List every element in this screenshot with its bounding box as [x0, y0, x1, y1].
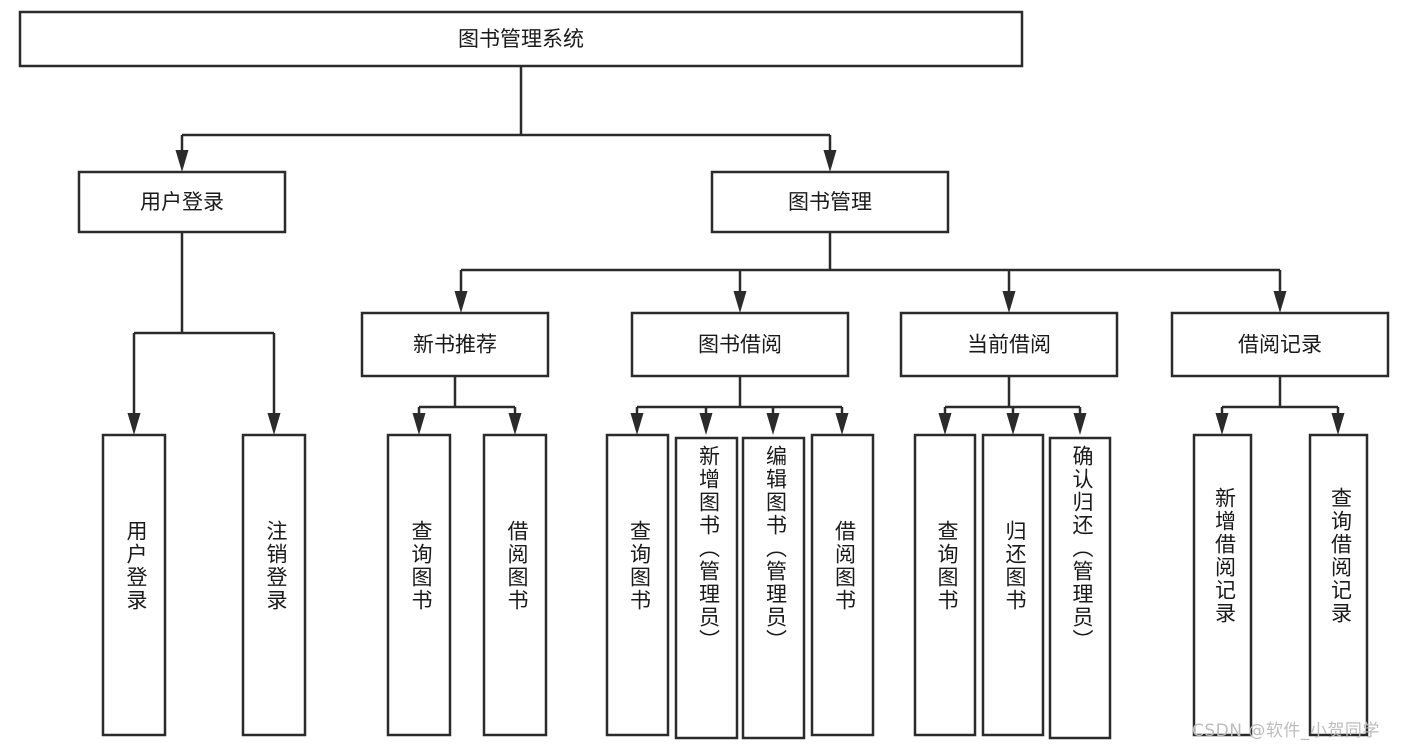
- arrow-head-icon: [1006, 413, 1020, 435]
- node-label-current-borrow: 当前借阅: [967, 333, 1051, 357]
- node-box-leaf-borrow-book-2[interactable]: [810, 433, 875, 737]
- node-box-leaf-add-book-admin[interactable]: [674, 436, 739, 740]
- node-box-borrow-record[interactable]: [1170, 311, 1390, 378]
- node-label-new-book-recommend: 新书推荐: [413, 333, 497, 357]
- node-box-leaf-user-login[interactable]: [101, 433, 167, 737]
- node-box-leaf-return-book[interactable]: [981, 433, 1045, 737]
- arrow-head-icon: [1073, 413, 1087, 435]
- arrow-head-icon: [630, 413, 644, 435]
- arrow-head-icon: [766, 413, 780, 435]
- arrow-head-icon: [267, 413, 281, 435]
- edge-group-user-login-to-leaves: [127, 232, 281, 435]
- node-box-new-book-recommend[interactable]: [360, 311, 550, 378]
- watermark-text: CSDN @软件_小贺同学: [1192, 721, 1380, 741]
- node-box-leaf-query-book-1[interactable]: [386, 433, 452, 737]
- node-label-book-management: 图书管理: [788, 190, 872, 214]
- arrow-head-icon: [1331, 413, 1345, 435]
- node-box-book-borrow[interactable]: [630, 311, 850, 378]
- arrow-head-icon: [1215, 413, 1229, 435]
- arrow-head-icon: [1002, 291, 1016, 313]
- node-box-current-borrow[interactable]: [899, 311, 1119, 378]
- node-box-root[interactable]: [18, 10, 1024, 68]
- edge-group-new-book-recommend-to-leaves: [412, 376, 522, 435]
- edge-group-book-management-to-level3: [454, 232, 1287, 313]
- node-label-user-login: 用户登录: [140, 190, 224, 214]
- node-label-book-borrow: 图书借阅: [698, 333, 782, 357]
- node-box-leaf-edit-book-admin[interactable]: [741, 436, 806, 740]
- arrow-head-icon: [1273, 291, 1287, 313]
- node-label-borrow-record: 借阅记录: [1238, 333, 1322, 357]
- arrow-head-icon: [733, 291, 747, 313]
- node-box-book-management[interactable]: [710, 170, 950, 234]
- boxes-layer: [18, 10, 1390, 740]
- arrow-head-icon: [412, 413, 426, 435]
- node-box-leaf-query-book-2[interactable]: [605, 433, 670, 737]
- arrow-head-icon: [454, 291, 468, 313]
- arrow-head-icon: [175, 150, 189, 172]
- node-box-leaf-add-borrow-record[interactable]: [1192, 433, 1253, 737]
- arrow-head-icon: [127, 413, 141, 435]
- node-label-root: 图书管理系统: [458, 27, 584, 51]
- arrow-head-icon: [699, 413, 713, 435]
- node-box-leaf-borrow-book-1[interactable]: [482, 433, 548, 737]
- edge-group-borrow-record-to-leaves: [1215, 376, 1345, 435]
- arrow-head-icon: [508, 413, 522, 435]
- arrow-head-icon: [835, 413, 849, 435]
- edge-group-book-borrow-to-leaves: [630, 376, 849, 435]
- arrow-head-icon: [938, 413, 952, 435]
- node-box-leaf-confirm-return-admin[interactable]: [1048, 436, 1112, 740]
- node-box-leaf-query-book-3[interactable]: [913, 433, 977, 737]
- edges-layer: [127, 66, 1345, 435]
- node-box-leaf-logout-login[interactable]: [241, 433, 307, 737]
- edge-group-root-to-level2: [175, 66, 837, 172]
- node-box-user-login[interactable]: [77, 170, 287, 234]
- arrow-head-icon: [823, 150, 837, 172]
- edge-group-current-borrow-to-leaves: [938, 376, 1087, 435]
- node-box-leaf-query-borrow-record[interactable]: [1308, 433, 1369, 737]
